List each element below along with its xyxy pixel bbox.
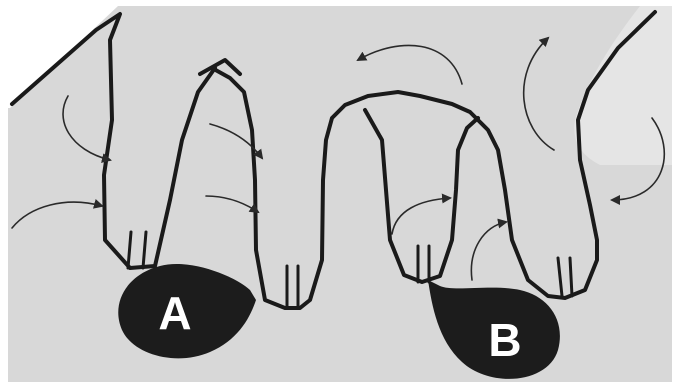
blob-a-label: A bbox=[158, 287, 191, 339]
background-panel bbox=[8, 6, 672, 382]
blob-b-label: B bbox=[488, 314, 521, 366]
